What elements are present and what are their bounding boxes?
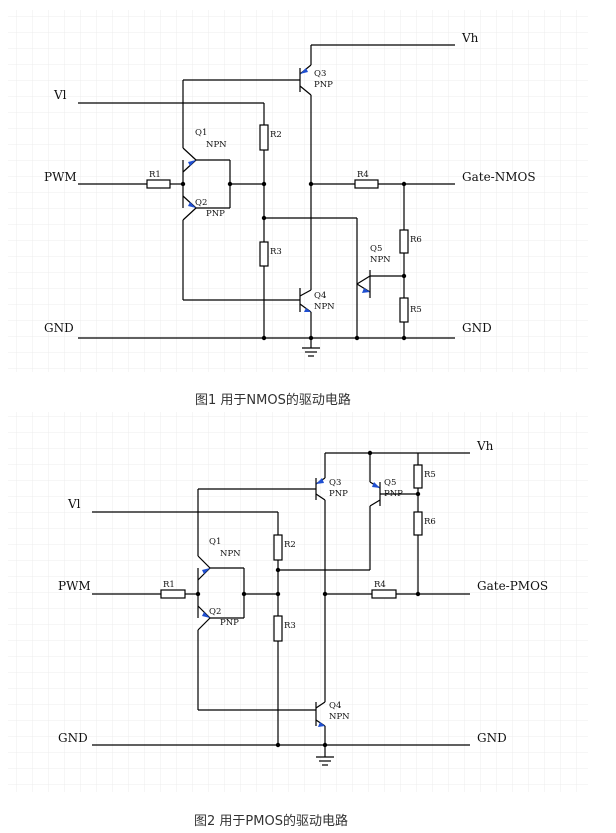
r4-label: R4 [357,170,369,180]
q2-type-label: PNP [220,618,239,628]
resistor-r5 [413,464,423,489]
gnd-left-label: GND [58,731,88,745]
pwm-label: PWM [44,170,77,184]
vh-label: Vh [461,31,479,45]
r1-label: R1 [149,170,161,180]
figure-1-junctions [180,181,407,341]
pwm-label: PWM [58,579,91,593]
gnd-left-label: GND [44,321,74,335]
resistor-r6 [413,511,423,536]
resistor-r4 [354,179,379,189]
r1-label: R1 [163,580,175,590]
q4-label: Q4 [329,701,341,711]
resistor-r3 [259,241,269,267]
q4-type-label: NPN [314,302,335,312]
resistor-r3 [273,615,283,642]
vl-label: Vl [67,497,81,511]
q5-label: Q5 [384,478,396,488]
gnd-right-label: GND [477,731,507,745]
q2-type-label: PNP [206,209,225,219]
r6-label: R6 [410,235,422,245]
q1-type-label: NPN [206,140,227,150]
q5-type-label: PNP [384,489,403,499]
figure-2-emitter-arrows [202,478,380,727]
q1-type-label: NPN [220,549,241,559]
gate-label: Gate-NMOS [462,170,536,184]
resistor-r6 [399,229,409,254]
q4-type-label: NPN [329,712,350,722]
figure-2-schematic: Vh Vl PWM GND GND Gate-PMOS Q1 NPN Q2 PN… [8,412,588,792]
gnd-right-label: GND [462,321,492,335]
resistor-r1 [160,589,186,599]
vh-label: Vh [476,439,494,453]
q5-type-label: NPN [370,255,391,265]
q5-label: Q5 [370,244,382,254]
r3-label: R3 [270,247,282,257]
r4-label: R4 [374,580,386,590]
figure-1-resistors [146,124,409,323]
r2-label: R2 [284,540,296,550]
figure-1-emitter-arrows [188,68,370,312]
figure-2-caption: 图2 用于PMOS的驱动电路 [194,814,348,829]
r3-label: R3 [284,621,296,631]
q3-label: Q3 [329,478,341,488]
gate-label: Gate-PMOS [477,579,548,593]
r5-label: R5 [410,305,422,315]
figure-1-schematic: Vh Vl PWM GND GND Gate-NMOS Q1 NPN Q2 PN… [8,10,588,372]
figure-1-caption: 图1 用于NMOS的驱动电路 [195,393,351,408]
resistor-r1 [146,179,171,189]
vl-label: Vl [53,88,67,102]
q4-label: Q4 [314,291,326,301]
q2-label: Q2 [209,607,221,617]
q3-type-label: PNP [329,489,348,499]
resistor-r2 [273,534,283,561]
q2-label: Q2 [195,198,207,208]
q1-label: Q1 [209,537,221,547]
resistor-r5 [399,297,409,323]
r6-label: R6 [424,517,436,527]
resistor-r4 [371,589,397,599]
figure-2-wires [92,452,470,766]
figure-2-junctions [195,450,421,748]
q3-label: Q3 [314,69,326,79]
r5-label: R5 [424,470,436,480]
r2-label: R2 [270,130,282,140]
q3-type-label: PNP [314,80,333,90]
figure-2-resistors [160,464,423,642]
resistor-r2 [259,124,269,151]
q1-label: Q1 [195,128,207,138]
